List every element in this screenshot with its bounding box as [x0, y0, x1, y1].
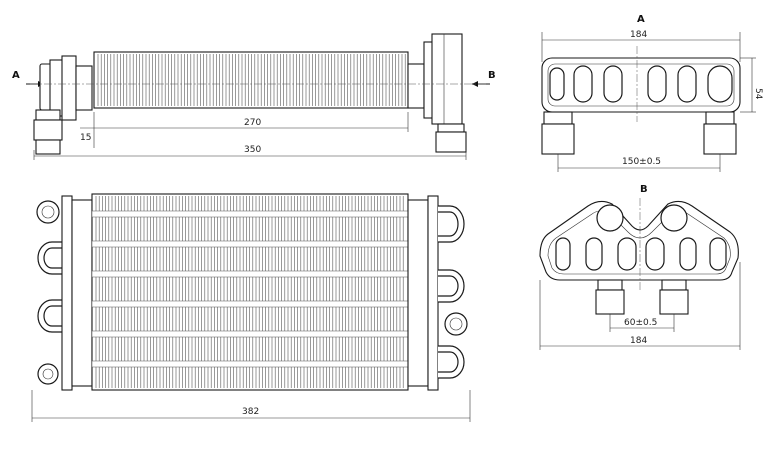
end-a-conn-right — [703, 123, 737, 155]
end-b-body — [539, 200, 739, 281]
right-sensor-port — [444, 312, 468, 336]
right-connector-body — [435, 131, 467, 153]
end-a-conn-left — [541, 123, 575, 155]
dim-270: 270 — [244, 118, 261, 128]
front-view: A B 270 15 350 — [12, 33, 496, 160]
end-b-tube-slots — [555, 237, 727, 271]
tube-slot — [617, 237, 637, 271]
right-return-bends — [438, 205, 468, 379]
left-collar — [75, 65, 93, 111]
dim-350: 350 — [244, 145, 261, 155]
right-collar — [407, 63, 425, 109]
tube-band — [91, 240, 409, 248]
end-b-conn-left-top — [597, 279, 623, 291]
end-view-b-title: B — [640, 184, 648, 195]
view-b-label: B — [488, 70, 496, 81]
tube-band — [91, 300, 409, 308]
tube-slot — [677, 65, 697, 103]
right-sensor-port-bore — [449, 317, 463, 331]
front-fins — [97, 54, 406, 106]
end-b-conn-right-top — [661, 279, 687, 291]
tube-slot — [645, 237, 665, 271]
left-bend-1-inner — [43, 247, 62, 269]
tube-band — [91, 270, 409, 278]
top-fin-block — [91, 193, 409, 391]
tube-slot — [549, 67, 565, 101]
left-connector-nut — [35, 139, 61, 155]
right-header — [431, 33, 463, 125]
dim-184-a: 184 — [630, 30, 647, 40]
view-a-label: A — [12, 70, 20, 81]
tube-slot — [555, 237, 571, 271]
left-bend-2-inner — [43, 305, 62, 327]
dim-60: 60±0.5 — [624, 318, 657, 328]
end-view-a: A 184 54 150±0.5 — [541, 14, 763, 172]
tube-slot — [709, 237, 727, 271]
end-view-a-title: A — [637, 14, 645, 25]
left-connector-top — [35, 109, 61, 121]
tube-slot — [647, 65, 667, 103]
top-fins — [91, 196, 409, 388]
right-tube-plate-inner — [407, 199, 429, 387]
right-bend-1-inner — [438, 211, 459, 237]
tube-slot — [603, 65, 623, 103]
tube-slot — [585, 237, 603, 271]
end-a-conn-left-top — [543, 111, 573, 125]
end-view-b: B 60±0.5 184 — [539, 184, 741, 350]
end-a-tube-slots — [549, 65, 733, 103]
end-a-conn-right-top — [705, 111, 735, 125]
end-b-top-port-left — [596, 204, 624, 232]
left-flange — [61, 55, 77, 121]
tube-band — [91, 330, 409, 338]
left-tube-plate — [61, 195, 73, 391]
left-inlet-bore — [41, 205, 55, 219]
fin-block — [93, 51, 409, 109]
tube-band — [91, 360, 409, 368]
right-bend-2-inner — [438, 275, 459, 297]
top-view: 382 — [31, 193, 471, 422]
left-tube-plate-inner — [71, 199, 93, 387]
end-b-top-port-right — [660, 204, 688, 232]
left-inlet-pipe — [36, 200, 60, 224]
dim-54: 54 — [753, 88, 763, 100]
tube-slot — [573, 65, 593, 103]
end-b-inner — [547, 210, 731, 275]
right-tube-plate — [427, 195, 439, 391]
dim-15: 15 — [80, 133, 91, 143]
end-b-conn-right — [659, 289, 689, 315]
tube-slot — [707, 65, 733, 103]
left-outlet-bore — [42, 368, 54, 380]
dim-382: 382 — [242, 407, 259, 417]
dim-184-b: 184 — [630, 336, 647, 346]
left-return-bends — [36, 200, 62, 385]
end-b-conn-left — [595, 289, 625, 315]
left-outlet-pipe — [37, 363, 59, 385]
left-connector-body — [33, 119, 63, 141]
dim-150: 150±0.5 — [622, 157, 661, 167]
right-connector-top — [437, 123, 465, 133]
end-a-inner — [547, 63, 735, 107]
tube-band — [91, 210, 409, 218]
tube-slot — [679, 237, 697, 271]
right-bend-3-inner — [438, 351, 459, 373]
